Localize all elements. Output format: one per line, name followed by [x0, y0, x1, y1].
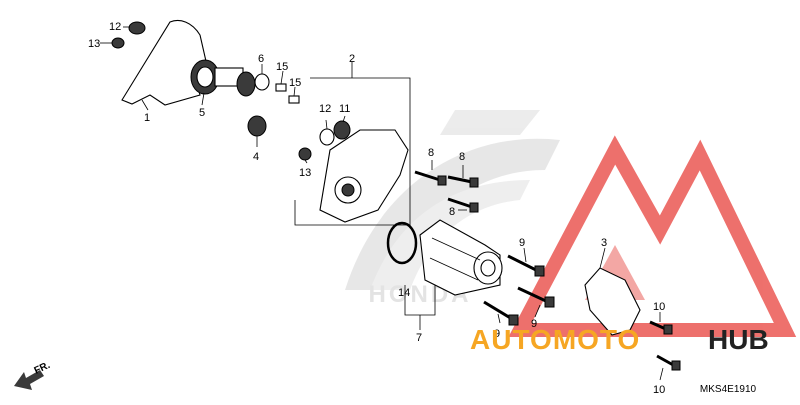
label-9-c: 9 [494, 328, 500, 340]
front-arrow-icon [14, 370, 44, 390]
part-15-pin-b [288, 95, 300, 104]
watermark-text-automoto: AUTOMOTO [470, 324, 640, 355]
label-14: 14 [398, 287, 410, 299]
label-9-b: 9 [531, 318, 537, 330]
part-9-bolt-b [517, 286, 555, 308]
part-5-gear-shaft [190, 59, 256, 97]
part-10-bolt-b [656, 354, 681, 371]
part-14-o-ring [386, 221, 418, 265]
label-13-a: 13 [88, 38, 100, 50]
label-1: 1 [144, 112, 150, 124]
label-10-b: 10 [653, 384, 665, 396]
watermark-text-hub: HUB [708, 324, 769, 355]
part-12-washer [128, 21, 146, 35]
part-12-washer-b [319, 128, 335, 146]
label-3: 3 [601, 237, 607, 249]
part-10-bolt-a [649, 320, 673, 335]
part-1-gasket [121, 19, 209, 106]
housing-bore-inner [341, 183, 355, 197]
label-11: 11 [339, 103, 350, 115]
label-13-b: 13 [299, 167, 311, 179]
front-label: FR. [33, 360, 52, 377]
part-9-bolt-a [507, 254, 545, 277]
label-12-a: 12 [109, 21, 121, 33]
part-3-cover [584, 267, 641, 336]
leader-lines [100, 26, 664, 381]
label-5: 5 [199, 107, 205, 119]
label-8-a: 8 [428, 147, 434, 159]
label-12-b: 12 [319, 103, 331, 115]
label-8-c: 8 [449, 206, 455, 218]
part-13-nut-b [298, 147, 312, 161]
label-9-a: 9 [519, 237, 525, 249]
label-4: 4 [253, 151, 259, 163]
label-15-b: 15 [289, 77, 301, 89]
part-8-bolt-a [414, 170, 447, 186]
label-7: 7 [416, 332, 422, 344]
label-8-b: 8 [459, 151, 465, 163]
part-8-bolt-b [447, 175, 479, 188]
part-13-nut [111, 37, 125, 49]
diagram-code: MKS4E1910 [700, 384, 757, 395]
label-10-a: 10 [653, 301, 665, 313]
label-15-a: 15 [276, 61, 288, 73]
part-9-bolt-c [483, 300, 519, 326]
part-7-motor [419, 219, 503, 296]
label-2: 2 [349, 53, 355, 65]
part-11-seal [333, 120, 351, 140]
part-4-gear [247, 115, 267, 137]
part-8-bolt-c [447, 197, 479, 213]
honda-wing-logo [345, 110, 560, 290]
part-15-pin-a [275, 83, 287, 92]
part-6-cap [254, 73, 270, 91]
label-6: 6 [258, 53, 264, 65]
